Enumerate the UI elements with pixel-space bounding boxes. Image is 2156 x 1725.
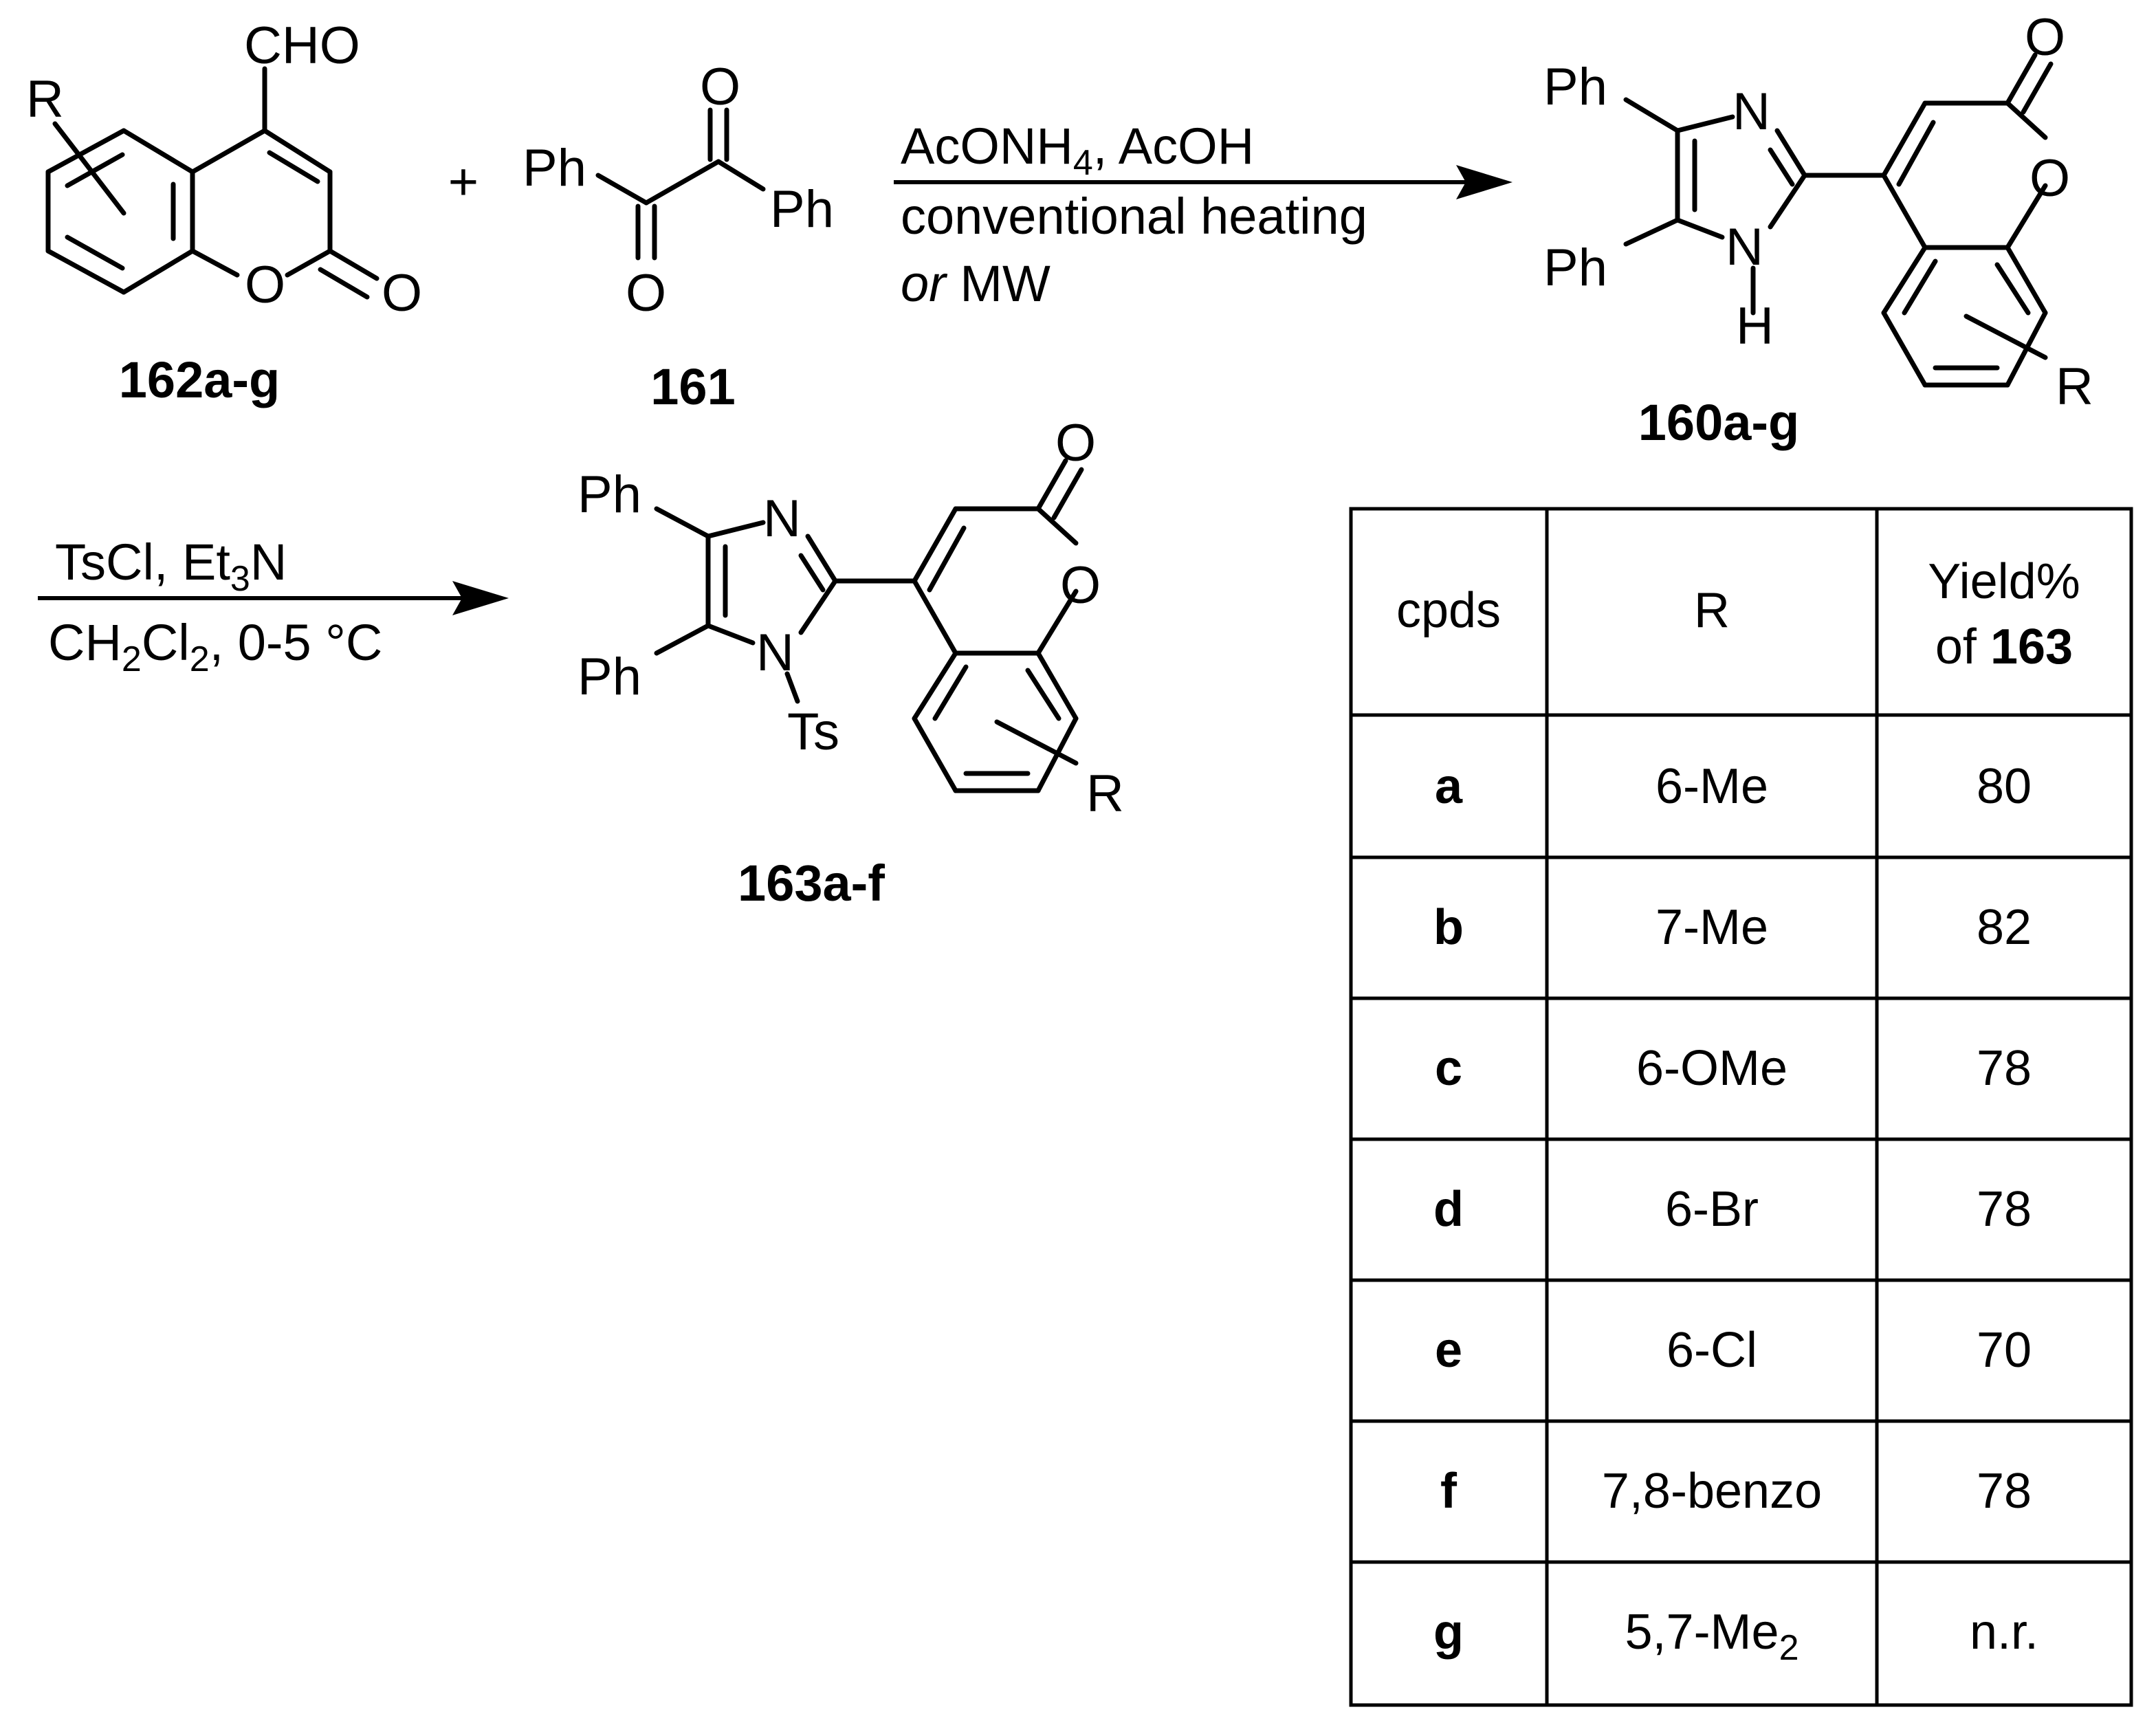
table-header-compound: 163 <box>1990 619 2073 674</box>
label-161: 161 <box>650 358 735 415</box>
atom-n-163-bottom: N <box>756 624 794 682</box>
table-cell-r: 6-Cl <box>1666 1323 1757 1378</box>
table-cell-yield: 80 <box>1977 759 2032 814</box>
table-cell-r: 6-OMe <box>1636 1041 1788 1096</box>
table-cell-r: 6-Br <box>1665 1182 1759 1237</box>
table-header-of: of 163 <box>1935 619 2073 674</box>
atom-ph-163-bottom: Ph <box>578 648 641 706</box>
table-cell-yield: 78 <box>1977 1464 2032 1519</box>
table-header-cpds: cpds <box>1396 583 1501 638</box>
step1-or: or <box>901 255 948 312</box>
atom-n-160-bottom: N <box>1726 218 1763 276</box>
step1-reagents: AcONH4, AcOH <box>901 118 1254 183</box>
atom-ph-161-right: Ph <box>770 180 834 239</box>
atom-o-161-bottom: O <box>626 264 666 322</box>
table-cell-yield: n.r. <box>1970 1605 2038 1660</box>
reaction-arrow-step2 <box>38 581 509 615</box>
table-cell-r: 7-Me <box>1656 900 1768 955</box>
atom-n-160-top: N <box>1732 83 1770 141</box>
atom-r-162: R <box>26 70 64 129</box>
table-cell-cpd: c <box>1435 1041 1462 1096</box>
table-cell-yield: 82 <box>1977 900 2032 955</box>
step1-mw: MW <box>960 255 1050 312</box>
atom-o-ring-162: O <box>245 256 285 314</box>
table-cell-r: 5,7-Me2 <box>1625 1605 1798 1668</box>
step2-conditions: CH2Cl2, 0-5 °C <box>48 614 382 679</box>
atom-cho-162: CHO <box>244 17 360 75</box>
label-163: 163a-f <box>738 855 885 912</box>
atom-r-160: R <box>2056 358 2093 416</box>
compound-162-structure <box>45 66 380 300</box>
atom-o-163-carbonyl: O <box>1055 414 1096 472</box>
yield-table <box>1349 507 2133 1707</box>
atom-ph-160-top: Ph <box>1543 58 1607 116</box>
table-cell-cpd: a <box>1435 759 1463 814</box>
table-cell-yield: 78 <box>1977 1041 2032 1096</box>
atom-o-carbonyl-162: O <box>382 264 422 322</box>
table-cell-r: 6-Me <box>1656 759 1768 814</box>
step2-reagents: TsCl, Et3N <box>55 534 287 599</box>
table-cell-cpd: d <box>1433 1182 1464 1237</box>
atom-h-160: H <box>1736 297 1774 355</box>
table-cell-yield: 78 <box>1977 1182 2032 1237</box>
label-160: 160a-g <box>1638 394 1799 451</box>
atom-o-161-top: O <box>700 58 740 116</box>
table-cell-r: 7,8-benzo <box>1602 1464 1822 1519</box>
table-cell-cpd: b <box>1433 900 1464 955</box>
atom-r-163: R <box>1086 765 1124 823</box>
compound-161-structure <box>595 107 766 261</box>
atom-ts-163: Ts <box>787 703 839 761</box>
plus-sign: + <box>448 153 478 211</box>
step1-heating: conventional heating <box>901 188 1367 245</box>
table-header-r: R <box>1694 583 1730 638</box>
compound-163-structure <box>654 458 1084 793</box>
atom-o-163-ring: O <box>1060 556 1101 615</box>
atom-ph-163-top: Ph <box>578 465 641 524</box>
table-cell-cpd: f <box>1440 1464 1458 1519</box>
table-cell-cpd: e <box>1435 1323 1462 1378</box>
atom-o-160-carbonyl: O <box>2025 8 2065 67</box>
atom-o-160-ring: O <box>2030 149 2070 208</box>
table-header-yield: Yield% <box>1928 554 2080 609</box>
table-header-of-text: of <box>1935 619 1977 674</box>
atom-ph-161-left: Ph <box>522 139 586 197</box>
atom-ph-160-bottom: Ph <box>1543 239 1607 297</box>
table-cell-yield: 70 <box>1977 1323 2032 1378</box>
compound-160-structure <box>1623 52 2054 388</box>
atom-n-163-top: N <box>763 490 801 548</box>
step1-or-mw: or MW <box>901 255 1050 312</box>
table-cell-cpd: g <box>1433 1605 1464 1660</box>
reaction-arrow-step1 <box>894 165 1512 199</box>
label-162: 162a-g <box>119 351 280 408</box>
